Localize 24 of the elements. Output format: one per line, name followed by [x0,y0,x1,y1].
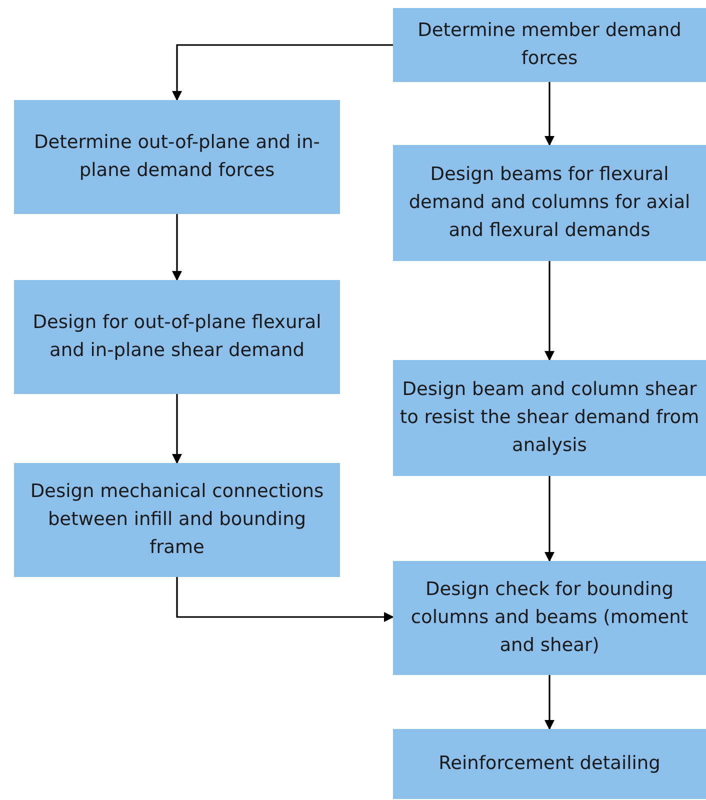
process-box [393,561,706,675]
box-text: Design mechanical connections between infill and bounding frame [29,480,325,560]
process-box [393,360,706,476]
arrow [544,476,554,562]
arrow [544,82,554,146]
process-box [14,100,340,214]
process-box [393,145,706,261]
process-box [14,463,340,577]
process-box [393,8,706,82]
box-text: Design beam and column shear to resist the shear demand from analysis [399,378,700,458]
arrow [172,44,393,101]
process-box [393,729,706,799]
arrow [172,214,182,281]
arrow [176,577,394,622]
process-box [14,280,340,394]
arrow [544,261,554,361]
box-text: Design for out-of-plane flexural and in-plane shear demand [32,311,322,363]
arrow [172,394,182,464]
box-text: Determine out-of-plane and in-plane demand forces [33,131,321,183]
box-text: Determine member demand forces [416,19,682,71]
arrow [544,675,554,730]
box-text: Design check for bounding columns and beams (moment and shear) [410,578,690,658]
box-text: Design beams for flexural demand and columns for axial and flexural demands [408,163,692,243]
box-text: Reinforcement detailing [438,752,660,776]
